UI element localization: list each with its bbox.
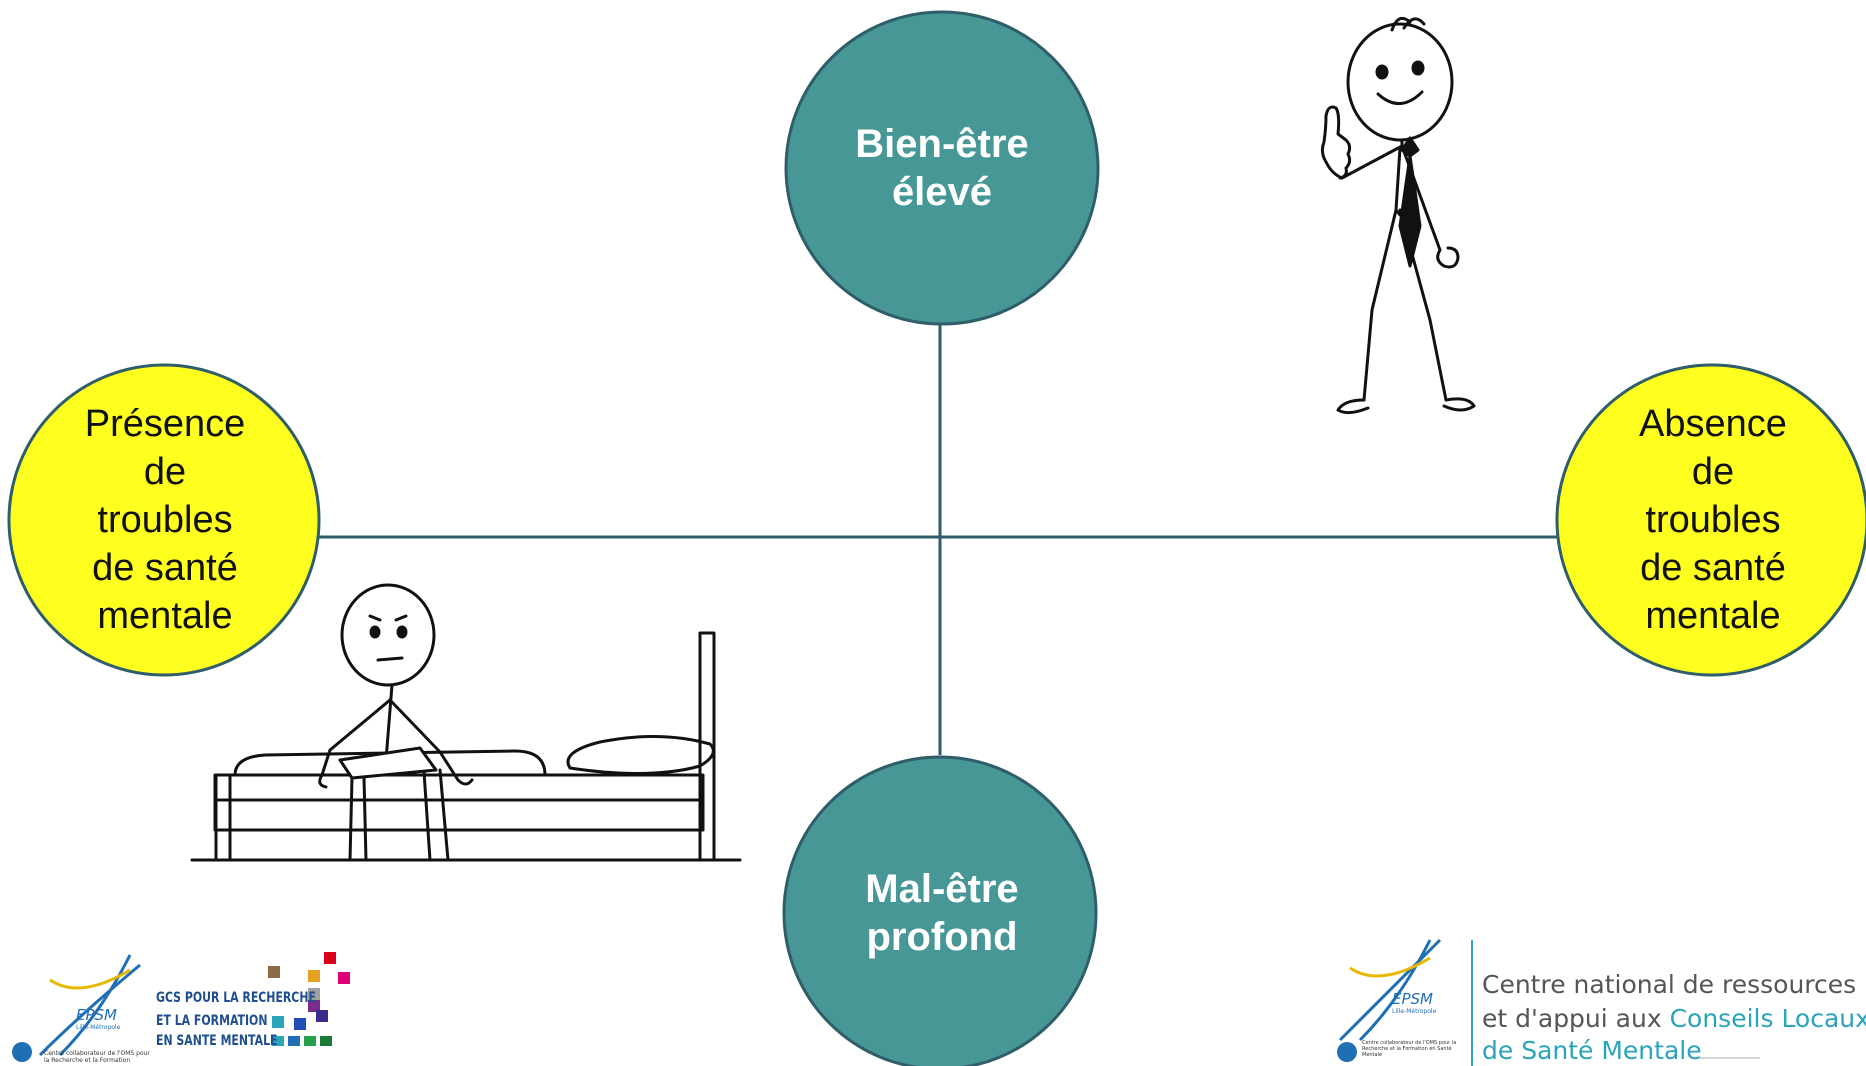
gcs-text-line3: EN SANTE MENTALE <box>156 1033 278 1049</box>
top-node-label: Bien-être élevé <box>800 98 1084 238</box>
epsm-logo-text-right: EPSM <box>1392 990 1433 1008</box>
bottom-node-label: Mal-être profond <box>800 843 1084 983</box>
who-caption-right: Centre collaborateur de l'OMS pour la Re… <box>1362 1040 1470 1058</box>
cnr-line2-highlight: Conseils Locaux <box>1670 1004 1866 1033</box>
cnr-line2-prefix: et d'appui aux <box>1482 1004 1670 1033</box>
epsm-sub-text-left: Lille-Métropole <box>76 1024 120 1031</box>
cnr-line1: Centre national de ressources <box>1482 970 1856 999</box>
left-node-label: Présence de troubles de santé mentale <box>40 395 290 645</box>
who-caption-left: Centre collaborateur de l'OMS pour la Re… <box>44 1050 154 1064</box>
epsm-sub-text-right: Lille-Métropole <box>1392 1008 1436 1015</box>
gcs-text-line1: GCS POUR LA RECHERCHE <box>156 990 316 1006</box>
right-node-label: Absence de troubles de santé mentale <box>1588 395 1838 645</box>
cnr-line3: de Santé Mentale <box>1482 1036 1702 1065</box>
cnr-line2: et d'appui aux Conseils Locaux <box>1482 1004 1866 1033</box>
happy-person-illustration <box>1322 18 1474 412</box>
epsm-logo-text-left: EPSM <box>76 1006 117 1024</box>
gcs-text-line2: ET LA FORMATION <box>156 1013 267 1029</box>
